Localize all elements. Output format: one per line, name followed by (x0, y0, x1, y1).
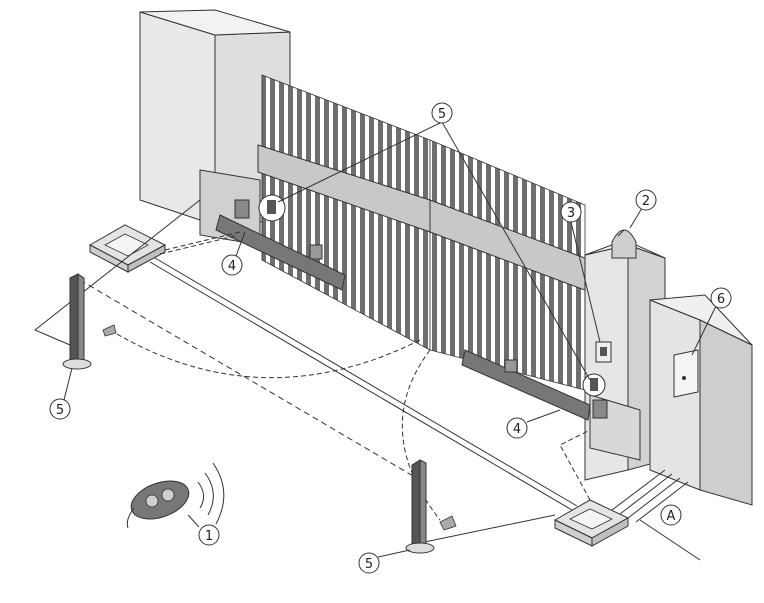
callout-label: 2 (642, 194, 650, 209)
right-wall (649, 294, 753, 506)
cable-conduit (149, 231, 701, 561)
swing-arcs (79, 279, 441, 521)
callout-3: 3 (560, 201, 582, 223)
floor-lines (34, 199, 556, 546)
junction-box-right (553, 499, 630, 547)
photocell-post-left (62, 273, 92, 370)
leader-lines (63, 121, 717, 558)
callout-2: 2 (635, 189, 657, 211)
remote-control-icon (126, 462, 225, 529)
callout-1: 1 (198, 524, 220, 546)
callout-label: 5 (365, 557, 373, 572)
control-unit-icon (673, 349, 699, 398)
callout-5-top: 5 (431, 102, 453, 124)
callout-label: 6 (717, 292, 725, 307)
gate-actuator-right (461, 349, 608, 421)
gate-actuator-icon (234, 199, 250, 219)
callout-label: 5 (438, 107, 446, 122)
gate-stop (102, 324, 457, 531)
callout-4a: 4 (221, 254, 243, 276)
key-selector-icon (595, 341, 612, 363)
gate-left-leaf (257, 74, 431, 351)
callout-5-bottom: 5 (358, 552, 380, 574)
callout-5-left: 5 (49, 398, 71, 420)
gate-right-leaf (429, 139, 591, 391)
callout-label: 4 (228, 259, 236, 274)
photocell-post-bottom (405, 459, 435, 554)
callout-label: A (667, 509, 676, 524)
callout-label: 1 (205, 529, 213, 544)
junction-box-left (88, 224, 167, 273)
gate-actuator-left (215, 199, 346, 291)
flashing-lamp-icon (611, 229, 637, 259)
callout-label: 3 (567, 206, 575, 221)
callout-4b: 4 (506, 417, 528, 439)
callout-label: 4 (513, 422, 521, 437)
callout-label: 5 (56, 403, 64, 418)
callout-6: 6 (710, 287, 732, 309)
callout-A: A (660, 504, 682, 526)
